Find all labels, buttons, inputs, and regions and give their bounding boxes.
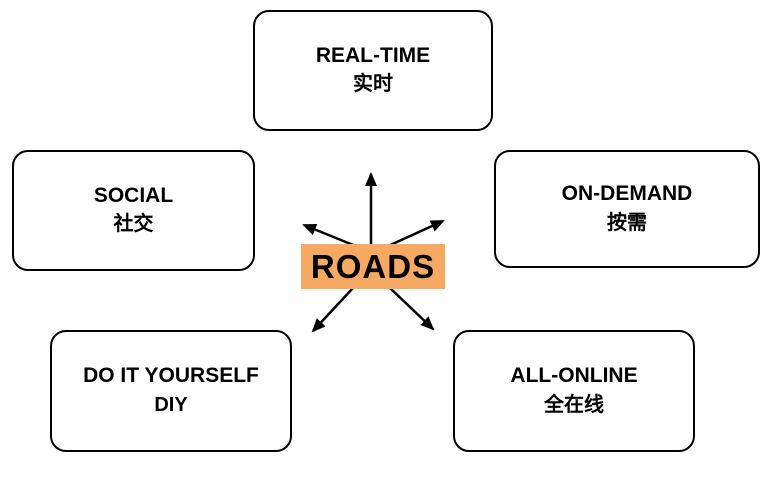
arrow-lower-right-icon — [389, 287, 435, 331]
node-social-label-zh: 社交 — [113, 213, 154, 236]
node-on-demand-label-zh: 按需 — [607, 211, 647, 234]
node-all-online-label-en: ALL-ONLINE — [510, 364, 638, 388]
center-label: ROADS — [301, 244, 445, 289]
node-do-it-yourself-label-en: DO IT YOURSELF — [83, 364, 259, 388]
node-social: SOCIAL 社交 — [12, 150, 255, 271]
node-do-it-yourself: DO IT YOURSELF DIY — [50, 330, 292, 452]
node-real-time-label-zh: 实时 — [353, 73, 393, 96]
node-social-label-en: SOCIAL — [93, 183, 174, 207]
node-on-demand-label-en: ON-DEMAND — [561, 182, 693, 206]
node-all-online: ALL-ONLINE 全在线 — [453, 330, 695, 452]
node-do-it-yourself-label-zh: DIY — [154, 393, 188, 416]
node-all-online-label-zh: 全在线 — [544, 393, 604, 416]
node-on-demand: ON-DEMAND 按需 — [494, 150, 760, 268]
arrow-lower-left-icon — [311, 287, 354, 333]
node-real-time: REAL-TIME 实时 — [253, 10, 493, 131]
node-real-time-label-en: REAL-TIME — [315, 43, 431, 67]
